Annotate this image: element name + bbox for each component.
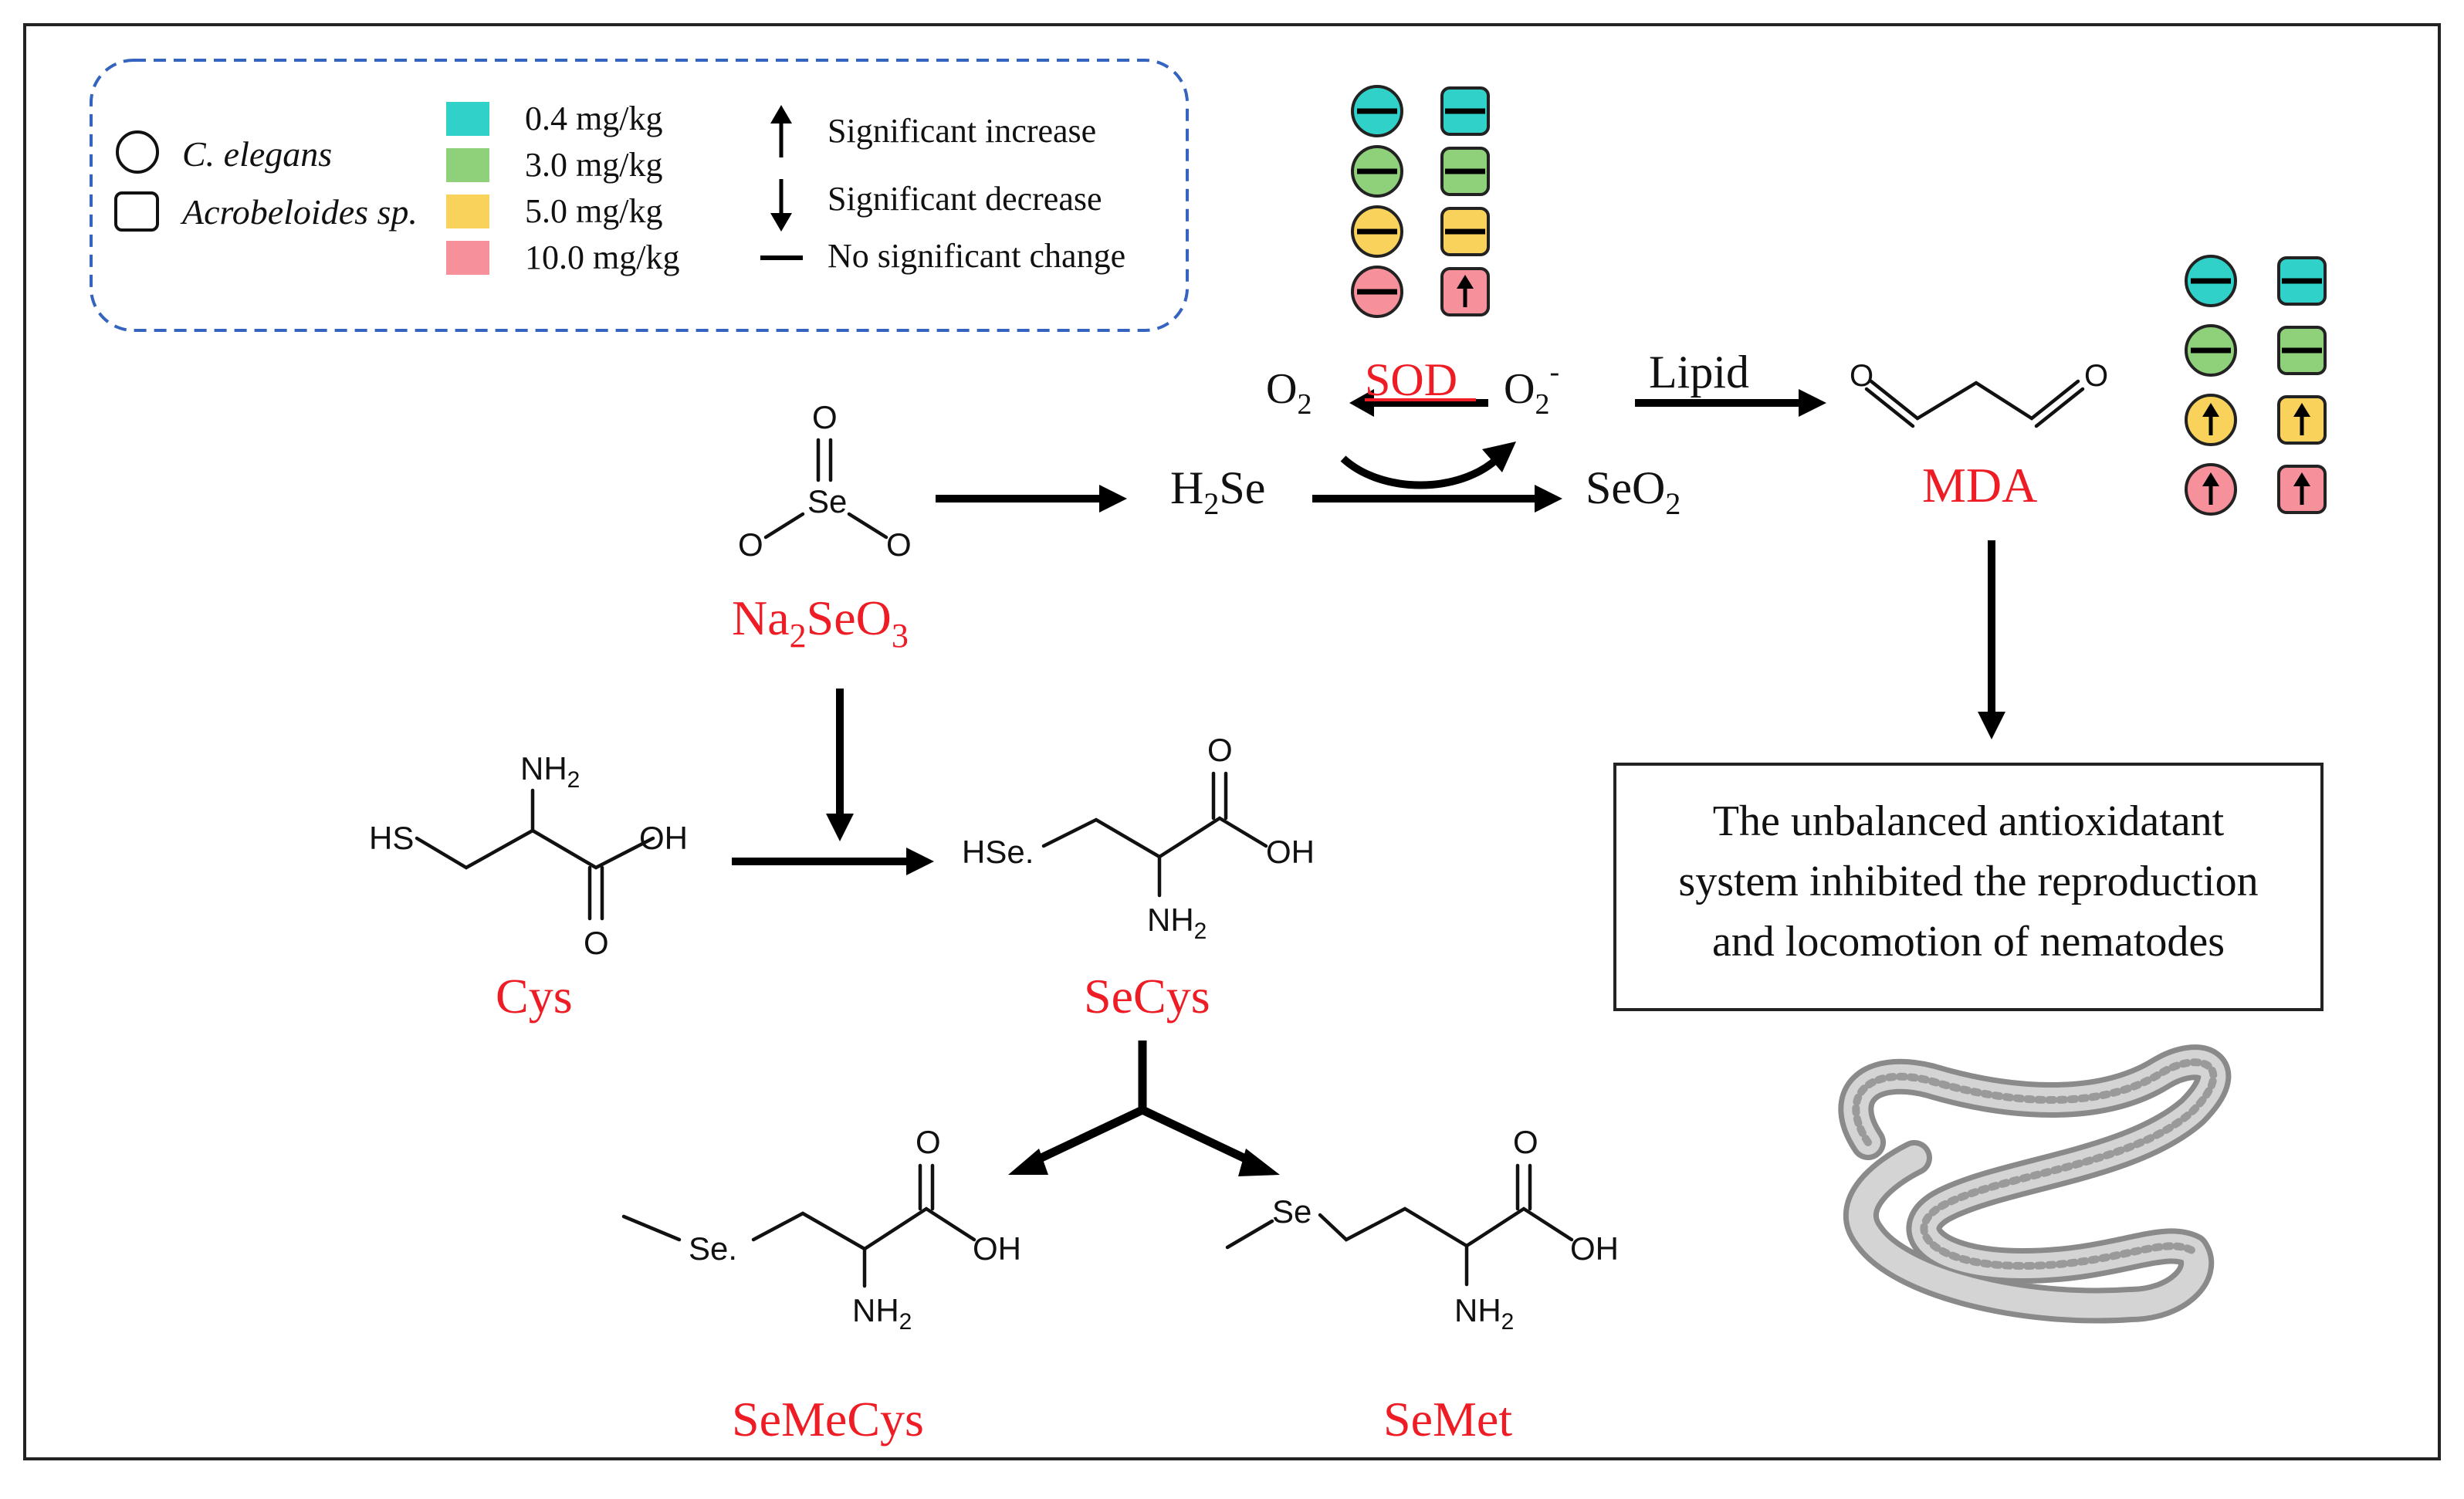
legend-conc-0: 0.4 mg/kg bbox=[525, 100, 662, 137]
sod-indicators-acrobeloides-2 bbox=[1440, 207, 1490, 256]
legend-up-arrow-icon bbox=[770, 105, 792, 157]
legend-no-change: No significant change bbox=[828, 237, 1125, 275]
semet-nh2: NH2 bbox=[1454, 1292, 1514, 1335]
h2se-label: H2Se bbox=[1170, 462, 1265, 521]
secys-nh2: NH2 bbox=[1147, 902, 1207, 944]
sod-indicators-c-elegans-0 bbox=[1351, 85, 1403, 137]
mda-indicators-acrobeloides-3 bbox=[2277, 465, 2327, 514]
semet-se: Se bbox=[1272, 1193, 1312, 1230]
semet-structure: O Se OH NH2 SeMet bbox=[1225, 1124, 1619, 1447]
semecys-se: Se. bbox=[689, 1230, 737, 1267]
na2seo3-o-top: O bbox=[812, 399, 838, 435]
legend-conc-2: 5.0 mg/kg bbox=[525, 192, 662, 230]
legend-swatch-2 bbox=[446, 195, 489, 228]
mda-indicators-c-elegans-1 bbox=[2185, 324, 2237, 377]
legend-swatch-3 bbox=[446, 241, 489, 275]
nematode-illustration bbox=[1838, 1044, 2232, 1324]
secys-structure: O HSe. OH NH2 SeCys bbox=[962, 732, 1315, 1024]
sod-indicators-c-elegans-1 bbox=[1351, 145, 1403, 198]
mda-indicators-acrobeloides-1 bbox=[2277, 326, 2327, 375]
sod-indicators-acrobeloides-3 bbox=[1440, 267, 1490, 316]
seo2-label: SeO2 bbox=[1586, 462, 1680, 521]
legend-circle-icon bbox=[116, 130, 159, 174]
sod-indicators-acrobeloides-0 bbox=[1440, 86, 1490, 136]
cys-label: Cys bbox=[496, 969, 573, 1024]
legend-square-icon bbox=[114, 191, 159, 232]
mda-label: MDA bbox=[1922, 458, 2037, 513]
conclusion-line-3: and locomotion of nematodes bbox=[1712, 918, 2225, 966]
sod-indicators-acrobeloides-1 bbox=[1440, 147, 1490, 196]
mda-down-arrowhead bbox=[1978, 712, 2005, 739]
na2seo3-o-right: O bbox=[886, 526, 912, 563]
lipid-label: Lipid bbox=[1649, 347, 1749, 398]
cys-o: O bbox=[584, 925, 609, 961]
legend-swatch-0 bbox=[446, 102, 489, 136]
conclusion-box: The unbalanced antioxidatant system inhi… bbox=[1613, 763, 2324, 1011]
na2seo3-label: Na2SeO3 bbox=[732, 590, 909, 655]
mda-indicators-acrobeloides-2 bbox=[2277, 395, 2327, 445]
secys-oh: OH bbox=[1266, 834, 1315, 870]
sod-indicators-c-elegans-3 bbox=[1351, 266, 1403, 318]
mda-indicator-grid bbox=[2185, 255, 2327, 516]
semet-o: O bbox=[1513, 1124, 1538, 1160]
semecys-o: O bbox=[916, 1124, 941, 1160]
sod-indicators-c-elegans-2 bbox=[1351, 205, 1403, 258]
semecys-nh2: NH2 bbox=[852, 1292, 912, 1335]
cys-structure: NH2 HS OH O Cys bbox=[369, 750, 688, 1024]
semet-oh: OH bbox=[1570, 1230, 1619, 1267]
semecys-structure: O Se. OH NH2 SeMeCys bbox=[621, 1124, 1021, 1447]
cys-nh2: NH2 bbox=[520, 750, 580, 793]
mda-indicators-acrobeloides-0 bbox=[2277, 256, 2327, 306]
legend: C. elegans Acrobeloides sp. 0.4 mg/kg 3.… bbox=[90, 59, 1189, 332]
sod-label: SOD bbox=[1365, 354, 1457, 405]
mda-indicators-c-elegans-2 bbox=[2185, 394, 2237, 446]
sod-indicator-grid bbox=[1351, 85, 1490, 318]
secys-hse: HSe. bbox=[962, 834, 1034, 870]
legend-sig-increase: Significant increase bbox=[828, 112, 1096, 150]
na2seo3-se: Se bbox=[807, 483, 847, 519]
secys-o: O bbox=[1207, 732, 1233, 768]
mda-o-right: O bbox=[2084, 359, 2108, 393]
sod-reaction: O2 SOD O2- Lipid bbox=[1266, 347, 1826, 421]
legend-acrobeloides: Acrobeloides sp. bbox=[180, 192, 418, 232]
mda-structure: O O MDA bbox=[1850, 359, 2108, 513]
o2-label: O2 bbox=[1266, 365, 1312, 421]
conclusion-line-2: system inhibited the reproduction bbox=[1678, 858, 2258, 905]
legend-down-arrow-icon bbox=[770, 179, 792, 232]
o2-minus-label: O2- bbox=[1504, 356, 1559, 421]
legend-c-elegans: C. elegans bbox=[182, 134, 332, 174]
lipid-arrowhead bbox=[1799, 389, 1826, 417]
legend-swatch-1 bbox=[446, 148, 489, 182]
legend-conc-1: 3.0 mg/kg bbox=[525, 146, 662, 184]
mda-indicators-c-elegans-0 bbox=[2185, 255, 2237, 307]
outer-frame bbox=[23, 23, 2441, 1460]
conclusion-line-1: The unbalanced antioxidatant bbox=[1713, 797, 2225, 845]
semet-label: SeMet bbox=[1383, 1392, 1512, 1447]
mda-o-left: O bbox=[1850, 359, 1873, 393]
sod-arrowhead bbox=[1349, 389, 1374, 417]
na2seo3-structure: O Se O O Na2SeO3 bbox=[732, 399, 912, 655]
mda-indicators-c-elegans-3 bbox=[2185, 463, 2237, 516]
legend-conc-3: 10.0 mg/kg bbox=[525, 239, 679, 276]
sod-cycle-arrow bbox=[1340, 455, 1501, 489]
semecys-oh: OH bbox=[973, 1230, 1021, 1267]
secys-label: SeCys bbox=[1084, 969, 1210, 1024]
legend-box bbox=[90, 59, 1189, 332]
legend-sig-decrease: Significant decrease bbox=[828, 180, 1102, 218]
na2seo3-o-left: O bbox=[738, 526, 763, 563]
cys-oh: OH bbox=[639, 820, 688, 856]
secys-fork-arrow bbox=[1008, 1041, 1280, 1176]
semecys-label: SeMeCys bbox=[732, 1392, 924, 1447]
cys-hs: HS bbox=[369, 820, 414, 856]
